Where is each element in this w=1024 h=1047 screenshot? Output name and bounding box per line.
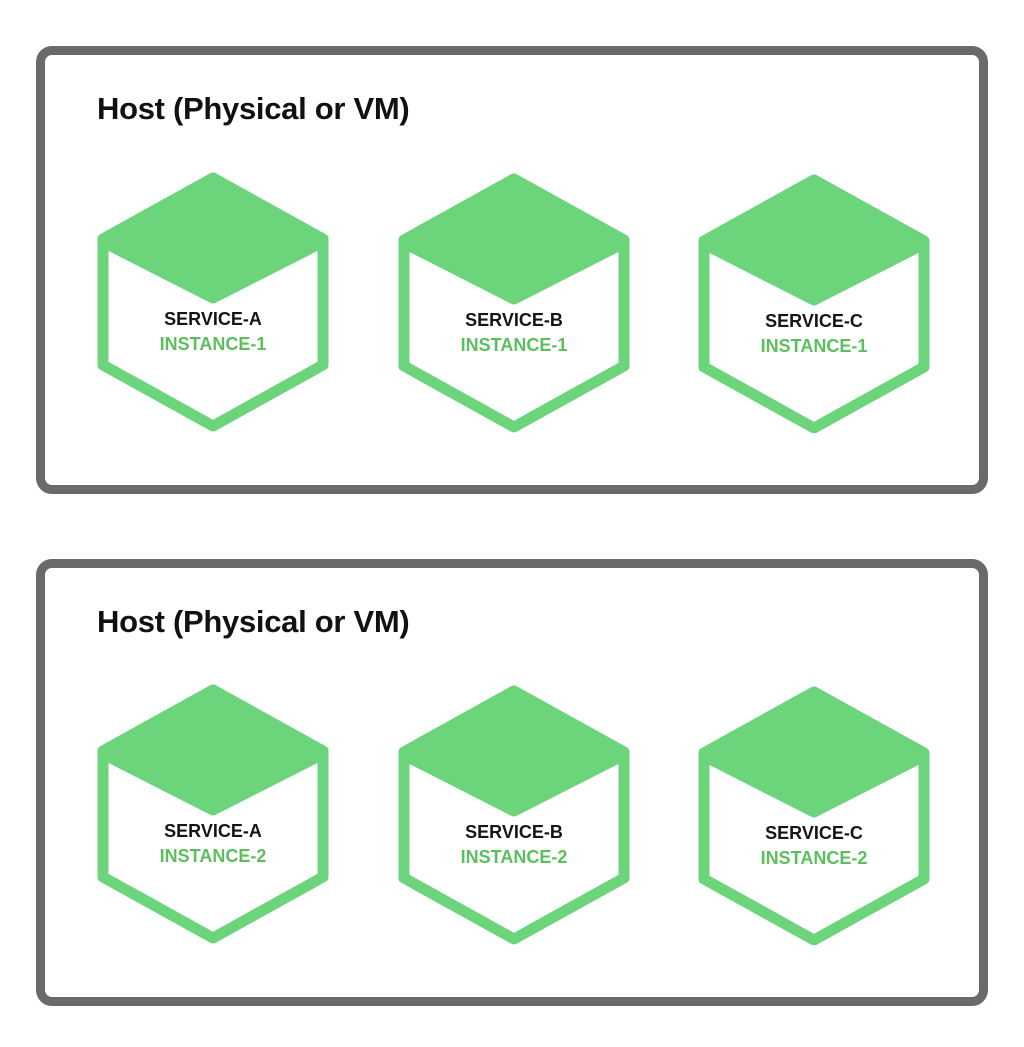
instance-name: INSTANCE-2 bbox=[159, 846, 267, 866]
service-node-service-a-instance-1: SERVICE-A INSTANCE-1 bbox=[97, 172, 329, 432]
host-title: Host (Physical or VM) bbox=[97, 91, 410, 126]
service-name: SERVICE-C bbox=[765, 311, 863, 331]
instance-name: INSTANCE-2 bbox=[460, 847, 568, 867]
service-name: SERVICE-B bbox=[465, 310, 563, 330]
hexagon-cube-icon bbox=[698, 174, 930, 434]
host-title: Host (Physical or VM) bbox=[97, 604, 410, 639]
hexagon-cube-icon bbox=[398, 173, 630, 433]
service-name: SERVICE-C bbox=[765, 823, 863, 843]
hexagon-cube-icon bbox=[97, 172, 329, 432]
instance-name: INSTANCE-1 bbox=[159, 334, 267, 354]
service-name: SERVICE-A bbox=[164, 821, 262, 841]
hexagon-cube-icon bbox=[698, 686, 930, 946]
hexagon-cube-icon bbox=[398, 685, 630, 945]
service-name: SERVICE-A bbox=[164, 309, 262, 329]
hexagon-cube-icon bbox=[97, 684, 329, 944]
service-node-service-a-instance-2: SERVICE-A INSTANCE-2 bbox=[97, 684, 329, 944]
service-node-service-c-instance-2: SERVICE-C INSTANCE-2 bbox=[698, 686, 930, 946]
instance-name: INSTANCE-1 bbox=[760, 336, 868, 356]
instance-name: INSTANCE-2 bbox=[760, 848, 868, 868]
service-node-service-b-instance-1: SERVICE-B INSTANCE-1 bbox=[398, 173, 630, 433]
service-name: SERVICE-B bbox=[465, 822, 563, 842]
service-node-service-b-instance-2: SERVICE-B INSTANCE-2 bbox=[398, 685, 630, 945]
service-node-service-c-instance-1: SERVICE-C INSTANCE-1 bbox=[698, 174, 930, 434]
instance-name: INSTANCE-1 bbox=[460, 335, 568, 355]
